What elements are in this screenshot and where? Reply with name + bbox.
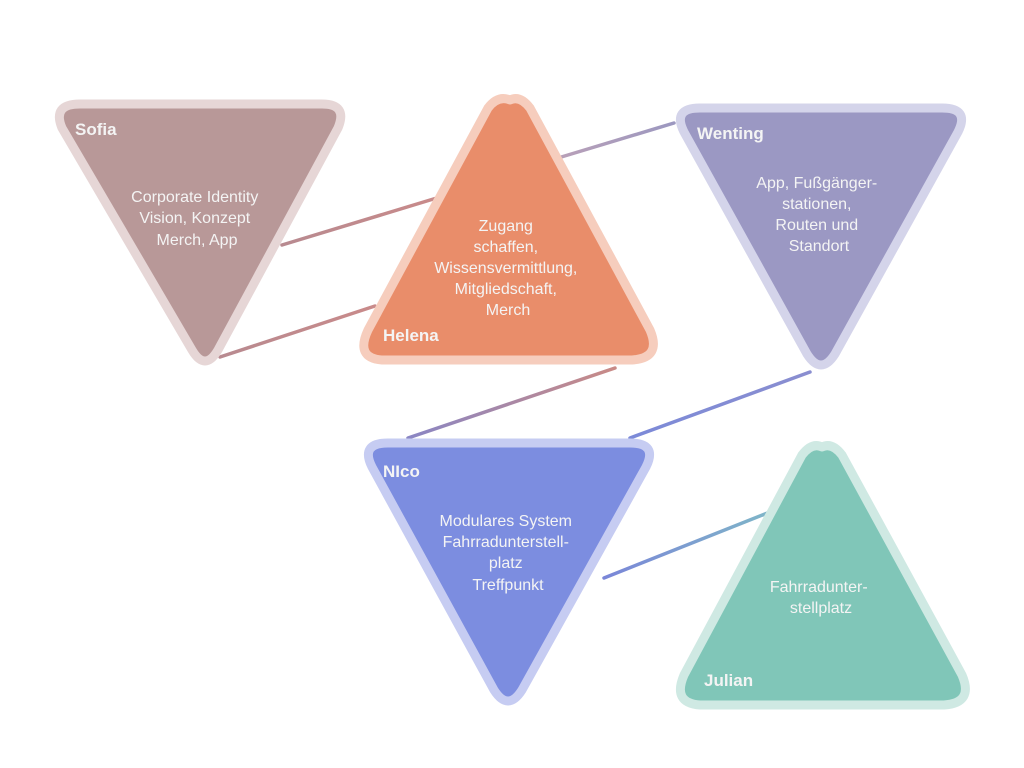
node-sofia: Sofia Corporate Identity Vision, Konzept… <box>54 99 346 366</box>
desc-helena-line: Merch <box>486 302 530 319</box>
triangle-sofia <box>54 99 346 366</box>
desc-julian-line: stellplatz <box>790 600 852 617</box>
desc-helena-line: Wissensvermittlung, <box>434 260 577 277</box>
desc-julian-line: Fahrradunter- <box>770 579 868 596</box>
desc-nico: Modulares System Fahrradunterstell- plat… <box>440 513 577 594</box>
connector-sofia-helena-top <box>280 195 442 247</box>
desc-wenting-line: App, Fußgänger- <box>756 175 877 192</box>
desc-helena-line: Zugang <box>479 218 533 235</box>
desc-wenting: App, Fußgänger- stationen, Routen und St… <box>756 175 881 255</box>
label-sofia: Sofia <box>75 120 117 139</box>
connector-helena-nico <box>406 366 617 440</box>
connector-sofia-helena-bottom <box>218 304 377 359</box>
label-julian: Julian <box>704 671 753 690</box>
node-wenting: Wenting App, Fußgänger- stationen, Route… <box>676 103 966 370</box>
connectors <box>218 121 812 580</box>
desc-sofia-line: Corporate Identity <box>131 189 258 206</box>
triangle-nico <box>364 438 654 706</box>
triangle-helena <box>359 94 658 365</box>
desc-helena-line: Mitgliedschaft, <box>455 281 557 298</box>
desc-helena: Zugang schaffen, Wissensvermittlung, Mit… <box>434 218 582 319</box>
desc-nico-line: platz <box>489 555 523 572</box>
desc-helena-line: schaffen, <box>473 239 538 256</box>
desc-sofia: Corporate Identity Vision, Konzept Merch… <box>131 189 263 249</box>
triangle-wenting <box>676 103 966 370</box>
desc-wenting-line: Standort <box>789 238 850 255</box>
connector-nico-julian <box>602 510 772 580</box>
triangle-julian <box>676 441 970 710</box>
connector-wenting-nico <box>628 370 812 440</box>
desc-sofia-line: Vision, Konzept <box>139 210 250 227</box>
label-helena: Helena <box>383 326 439 345</box>
connector-helena-wenting <box>556 121 676 160</box>
desc-nico-line: Treffpunkt <box>472 577 544 594</box>
label-wenting: Wenting <box>697 124 764 143</box>
label-nico: NIco <box>383 462 420 481</box>
desc-nico-line: Modulares System <box>440 513 573 530</box>
desc-julian: Fahrradunter- stellplatz <box>770 579 872 617</box>
node-julian: Fahrradunter- stellplatz Julian <box>676 441 970 710</box>
desc-wenting-line: Routen und <box>775 217 858 234</box>
desc-wenting-line: stationen, <box>782 196 851 213</box>
desc-sofia-line: Merch, App <box>157 232 238 249</box>
desc-nico-line: Fahrradunterstell- <box>443 534 569 551</box>
node-helena: Zugang schaffen, Wissensvermittlung, Mit… <box>359 94 658 365</box>
node-nico: NIco Modulares System Fahrradunterstell-… <box>364 438 654 706</box>
